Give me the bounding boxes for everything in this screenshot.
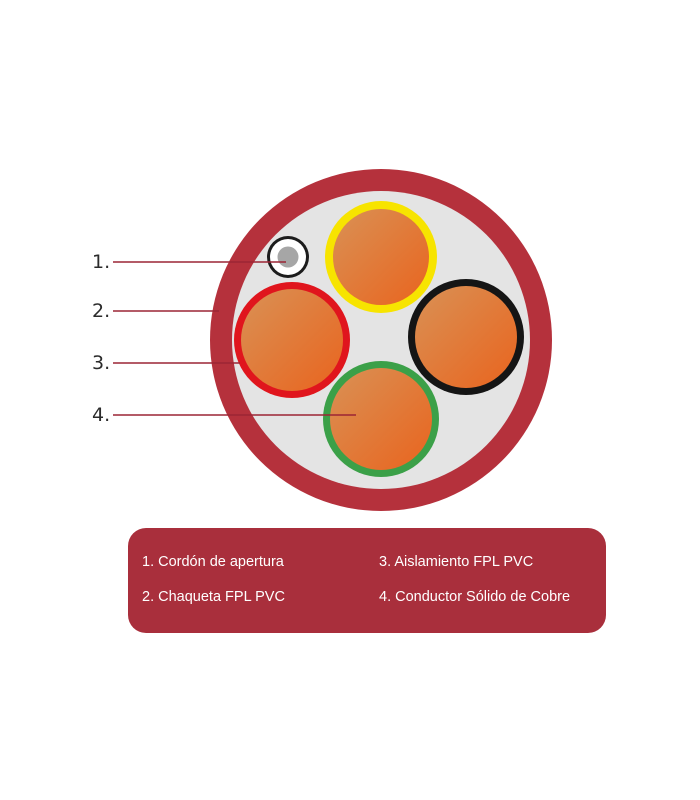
copper-conductor	[415, 286, 517, 388]
rip-cord-core	[277, 246, 299, 268]
rip-cord	[267, 236, 309, 278]
conductor-green	[323, 361, 439, 477]
conductor-red	[234, 282, 350, 398]
callout-number-3: 3.	[92, 352, 110, 374]
legend-box: 1. Cordón de apertura 2. Chaqueta FPL PV…	[128, 528, 606, 633]
legend-item-insulation: 3. Aislamiento FPL PVC	[379, 554, 534, 570]
callout-number-2: 2.	[92, 300, 110, 322]
callout-number-1: 1.	[92, 251, 110, 273]
callout-number-4: 4.	[92, 404, 110, 426]
copper-conductor	[333, 209, 429, 305]
copper-conductor	[241, 289, 343, 391]
copper-conductor	[330, 368, 432, 470]
conductor-black	[408, 279, 524, 395]
legend-item-rip-cord: 1. Cordón de apertura	[142, 554, 284, 570]
cable-cross-section-diagram: 1. 2. 3. 4.	[92, 169, 552, 511]
legend-item-jacket: 2. Chaqueta FPL PVC	[142, 589, 285, 605]
conductor-yellow	[325, 201, 437, 313]
legend-item-conductor: 4. Conductor Sólido de Cobre	[379, 589, 571, 605]
